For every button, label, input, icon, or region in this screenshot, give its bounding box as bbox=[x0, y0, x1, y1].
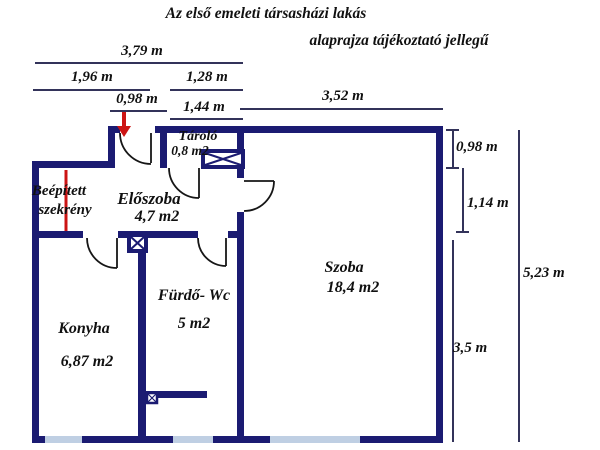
wall-segment bbox=[155, 126, 443, 133]
plan-title-line2: alaprajza tájékoztató jellegű bbox=[309, 32, 489, 49]
wall-segment bbox=[32, 436, 443, 443]
wardrobe-label-line1: Beépített bbox=[31, 183, 87, 199]
room-area-tarolo: 0,8 m2 bbox=[171, 143, 209, 158]
door-arc-konyha bbox=[86, 237, 118, 269]
dim-right-total: 5,23 m bbox=[523, 265, 565, 281]
dimension-line bbox=[452, 130, 454, 168]
dimension-line bbox=[170, 118, 243, 120]
wardrobe-label-line2: szekrény bbox=[38, 202, 92, 218]
shaft-box-icon bbox=[145, 391, 159, 405]
door-arc-tarolo bbox=[168, 167, 200, 199]
dimension-tick bbox=[446, 167, 459, 169]
dimension-line bbox=[35, 62, 243, 64]
dimension-line bbox=[518, 130, 520, 442]
wall-segment bbox=[32, 161, 115, 168]
dimension-line bbox=[110, 110, 167, 112]
dim-right-seg2: 1,14 m bbox=[467, 195, 509, 211]
wall-segment bbox=[237, 212, 244, 436]
dimension-tick bbox=[446, 129, 459, 131]
wall-segment bbox=[146, 391, 207, 398]
room-label-konyha: Konyha bbox=[58, 320, 110, 337]
dimension-line bbox=[240, 108, 443, 110]
dimension-tick bbox=[456, 231, 469, 233]
door-arc-entrance bbox=[119, 132, 152, 165]
dim-top-szoba-width: 3,52 m bbox=[322, 88, 364, 104]
wall-segment bbox=[160, 126, 167, 168]
room-label-eloszoba: Előszoba bbox=[117, 189, 181, 208]
wall-segment bbox=[436, 126, 443, 443]
dimension-line bbox=[452, 240, 454, 442]
room-label-tarolo: Tároló bbox=[178, 129, 218, 144]
wall-segment bbox=[228, 231, 237, 238]
shaft-box-icon bbox=[201, 149, 245, 169]
door-arc-szoba bbox=[243, 180, 275, 212]
room-area-furdo: 5 m2 bbox=[177, 315, 211, 332]
wall-segment bbox=[118, 231, 198, 238]
dim-top-inner-right: 1,44 m bbox=[183, 99, 225, 115]
wall-segment bbox=[32, 231, 83, 238]
room-area-eloszoba: 4,7 m2 bbox=[134, 208, 180, 225]
dim-right-seg3: 3,5 m bbox=[453, 340, 488, 356]
dim-top-inner-left: 0,98 m bbox=[116, 91, 158, 107]
shaft-box-icon bbox=[127, 233, 148, 253]
entrance-arrow-icon bbox=[117, 112, 131, 137]
window-opening bbox=[173, 436, 213, 443]
wall-segment bbox=[108, 126, 115, 168]
dim-top-left: 1,96 m bbox=[71, 69, 113, 85]
dimension-line bbox=[33, 89, 150, 91]
room-label-furdo: Fürdő- Wc bbox=[157, 287, 231, 304]
wall-segment bbox=[138, 238, 146, 436]
room-area-szoba: 18,4 m2 bbox=[326, 279, 380, 296]
dimension-line bbox=[462, 168, 464, 232]
room-area-konyha: 6,87 m2 bbox=[60, 353, 114, 370]
window-opening bbox=[270, 436, 360, 443]
room-label-szoba: Szoba bbox=[324, 259, 364, 276]
dimension-line bbox=[170, 89, 243, 91]
door-arc-furdo bbox=[197, 237, 227, 267]
dim-top-right: 1,28 m bbox=[186, 69, 228, 85]
dim-right-seg1: 0,98 m bbox=[456, 139, 498, 155]
window-opening bbox=[45, 436, 82, 443]
dim-top-total: 3,79 m bbox=[121, 43, 163, 59]
wall-segment bbox=[32, 161, 39, 443]
plan-title-line1: Az első emeleti társasházi lakás bbox=[165, 5, 367, 22]
